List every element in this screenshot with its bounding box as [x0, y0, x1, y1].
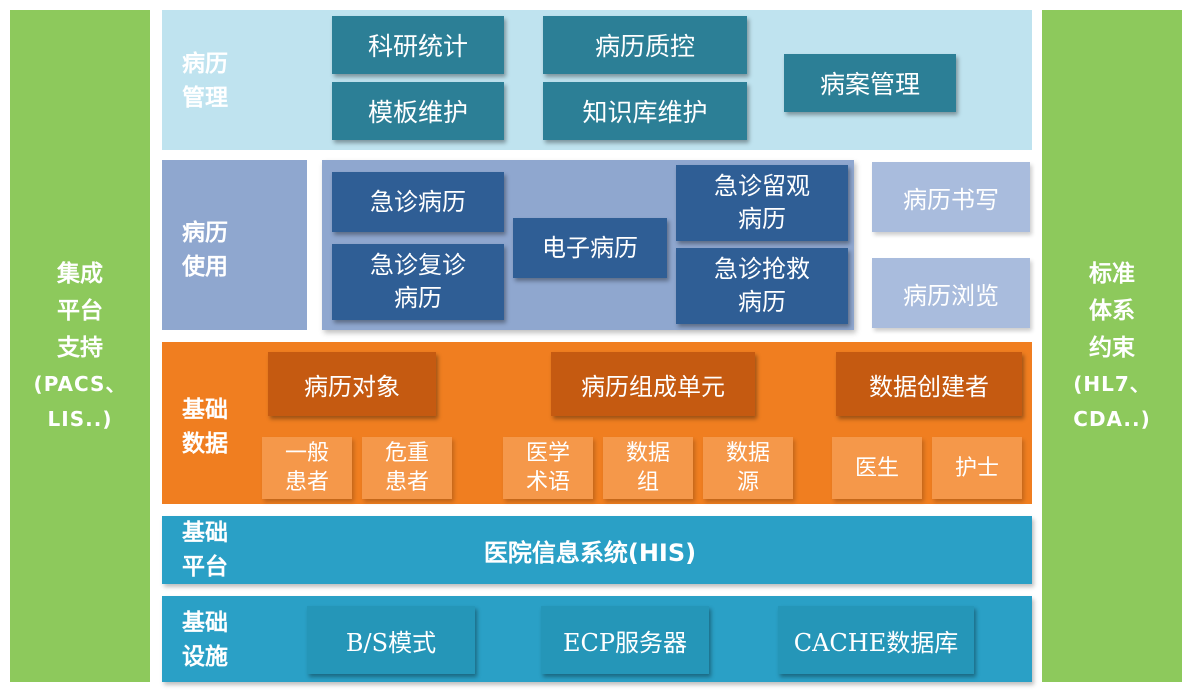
record-usage-label: 病历 使用 [182, 220, 228, 280]
data-source-text: 数据 源 [725, 441, 770, 495]
standards-sub-1: (HL7、 [1073, 371, 1151, 396]
standards-panel: 标准 体系 约束 (HL7、 CDA..) [1042, 10, 1182, 682]
emergency-rescue-record-box[interactable]: 急诊抢救 病历 [676, 248, 848, 324]
case-management-box[interactable]: 病案管理 [784, 54, 956, 112]
integration-platform-panel: 集成 平台 支持 (PACS、 LIS..) [10, 10, 150, 682]
integration-line-3: 支持 [57, 334, 103, 361]
emergency-revisit-record-text: 急诊复诊 病历 [370, 251, 466, 312]
critical-patient-box[interactable]: 危重 患者 [362, 437, 452, 499]
integration-line-1: 集成 [57, 260, 103, 287]
record-object-box[interactable]: 病历对象 [268, 352, 436, 416]
doctor-box[interactable]: 医生 [832, 437, 922, 499]
base-platform-layer [162, 516, 1032, 584]
standards-line-3: 约束 [1089, 334, 1135, 361]
knowledge-base-maintenance-box[interactable]: 知识库维护 [543, 82, 747, 140]
emergency-revisit-record-box[interactable]: 急诊复诊 病历 [332, 244, 504, 320]
cache-database-box[interactable]: CACHE数据库 [778, 606, 974, 674]
record-usage-label-panel [162, 160, 307, 330]
emr-center-box[interactable]: 电子病历 [513, 218, 667, 278]
critical-patient-text: 危重 患者 [384, 441, 429, 495]
record-management-label: 病历 管理 [182, 51, 228, 111]
base-data-label: 基础 数据 [182, 397, 228, 457]
integration-line-2: 平台 [57, 297, 103, 324]
integration-sub-1: (PACS、 [33, 371, 127, 396]
emergency-observation-record-text: 急诊留观 病历 [714, 172, 810, 233]
infrastructure-label: 基础 设施 [182, 610, 228, 670]
research-stats-box[interactable]: 科研统计 [332, 16, 504, 74]
general-patient-box[interactable]: 一般 患者 [262, 437, 352, 499]
medical-terminology-box[interactable]: 医学 术语 [503, 437, 593, 499]
record-component-unit-box[interactable]: 病历组成单元 [551, 352, 755, 416]
nurse-box[interactable]: 护士 [932, 437, 1022, 499]
standards-line-2: 体系 [1089, 297, 1135, 324]
data-source-box[interactable]: 数据 源 [703, 437, 793, 499]
record-browsing-box[interactable]: 病历浏览 [872, 258, 1030, 328]
record-quality-control-box[interactable]: 病历质控 [543, 16, 747, 74]
emergency-observation-record-box[interactable]: 急诊留观 病历 [676, 165, 848, 241]
general-patient-text: 一般 患者 [284, 441, 329, 495]
emergency-rescue-record-text: 急诊抢救 病历 [714, 255, 810, 316]
standards-line-1: 标准 [1089, 260, 1135, 287]
ecp-server-box[interactable]: ECP服务器 [541, 606, 709, 674]
data-group-box[interactable]: 数据 组 [603, 437, 693, 499]
emergency-record-box[interactable]: 急诊病历 [332, 172, 504, 232]
standards-sub-2: CDA..) [1073, 406, 1151, 431]
medical-terminology-text: 医学 术语 [525, 441, 570, 495]
his-title: 医院信息系统(HIS) [483, 538, 697, 567]
base-platform-label: 基础 平台 [182, 520, 228, 580]
bs-mode-box[interactable]: B/S模式 [307, 606, 475, 674]
template-maintenance-box[interactable]: 模板维护 [332, 82, 504, 140]
data-group-text: 数据 组 [625, 441, 670, 495]
data-creator-box[interactable]: 数据创建者 [836, 352, 1022, 416]
record-writing-box[interactable]: 病历书写 [872, 162, 1030, 232]
integration-sub-2: LIS..) [47, 406, 113, 431]
